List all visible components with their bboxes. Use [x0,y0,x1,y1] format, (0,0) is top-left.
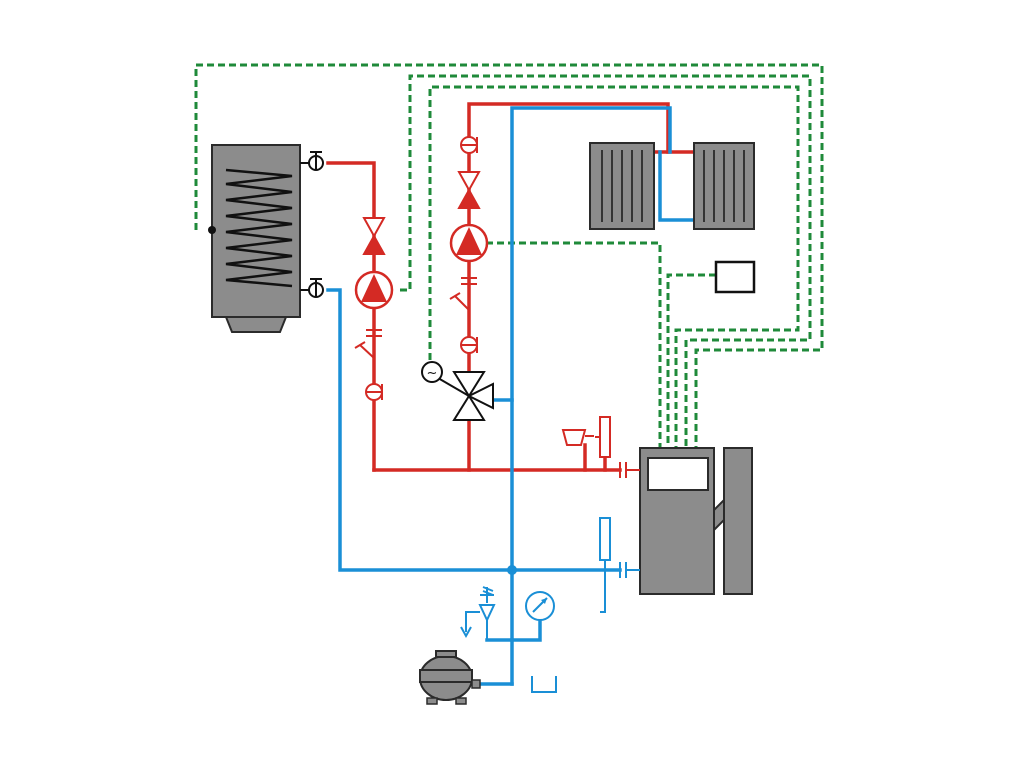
dhw-pump [354,270,394,310]
dhw-tank [208,144,301,333]
drain-valve [531,676,557,693]
control-wiring [194,63,824,448]
boiler-display [647,457,709,491]
tank-inlet-valve [300,278,324,298]
air-vent [561,429,594,446]
temperature-sensor-supply [595,416,611,458]
tank-outlet-valve [300,151,324,171]
pipe-junction [507,565,517,575]
mixing-valve: ~ [421,361,494,421]
control-line-heating-pump [486,241,662,448]
heating-ball-valve-bottom [460,336,478,354]
actuator-symbol: ~ [427,366,438,381]
control-line-mixing-valve [428,85,800,448]
mixing-valve-actuator-icon [421,361,443,383]
boiler [639,447,753,595]
control-line-thermostat [666,273,716,448]
dhw-ball-valve [365,383,383,401]
heating-union [461,277,477,285]
control-line-tank [194,63,824,448]
pressure-gauge [525,591,555,621]
temperature-sensor-return [599,517,611,613]
boiler-return-flange [619,562,640,578]
tank-coil [225,168,293,288]
return-pipes [326,106,696,686]
dhw-strainer [354,341,375,359]
radiator-1 [589,142,655,230]
radiator-2 [693,142,755,230]
control-line-dhw-pump [400,74,812,448]
dhw-check-valve [362,217,386,255]
heating-check-valve [457,171,481,209]
dhw-union [366,329,382,337]
heating-ball-valve-top [460,136,478,154]
boiler-supply-flange [619,462,640,478]
room-thermostat [714,260,756,294]
safety-valve [460,586,496,640]
heating-strainer [449,292,470,311]
heating-pump [449,223,489,263]
expansion-vessel [419,650,481,705]
